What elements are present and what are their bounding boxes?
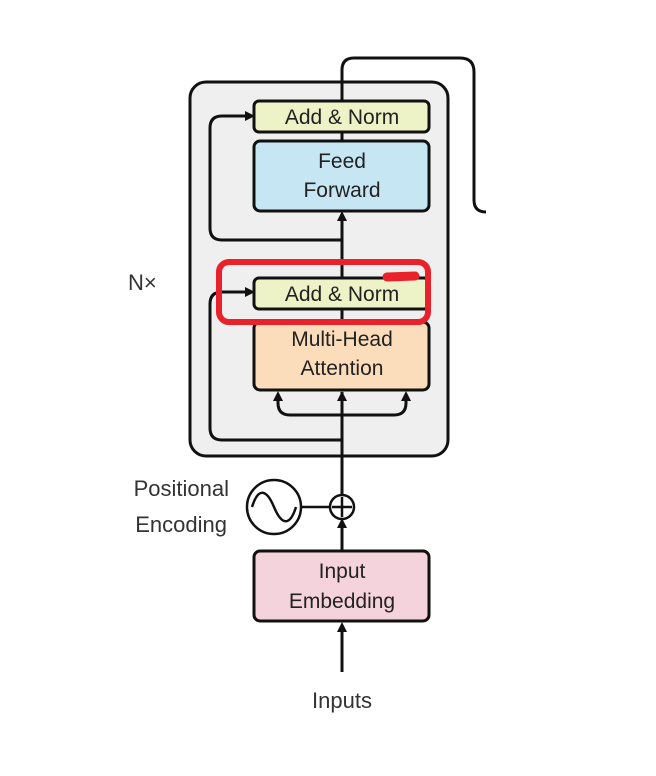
input-embedding-label-line1: Input [319, 560, 366, 583]
feed-forward-label-line2: Forward [303, 179, 380, 202]
positional-encoding-label-line1: Positional [134, 476, 229, 501]
residual-connection-upper [208, 111, 342, 242]
highlight-box [216, 259, 431, 325]
add-norm-bottom-label: Add & Norm [285, 283, 399, 306]
input-embedding-label-line2: Embedding [289, 590, 395, 613]
encoder-panel [188, 80, 450, 458]
feed-forward-label-line1: Feed [318, 150, 366, 173]
attention-branch-left [273, 391, 342, 417]
stack-multiplier-label: N× [128, 270, 157, 295]
sine-wave-curve [250, 491, 298, 523]
feed-forward-block [252, 139, 431, 213]
attention-label-line2: Attention [301, 357, 384, 380]
add-norm-top-label: Add & Norm [285, 106, 399, 129]
positional-encoding-label-line2: Encoding [135, 512, 227, 537]
attention-label-line1: Multi-Head [291, 328, 393, 351]
highlight-marker-stroke [382, 271, 420, 282]
inputs-label: Inputs [312, 688, 372, 713]
output-line [340, 56, 487, 214]
attention-branch-right [342, 391, 411, 417]
add-norm-top-block [252, 99, 431, 134]
